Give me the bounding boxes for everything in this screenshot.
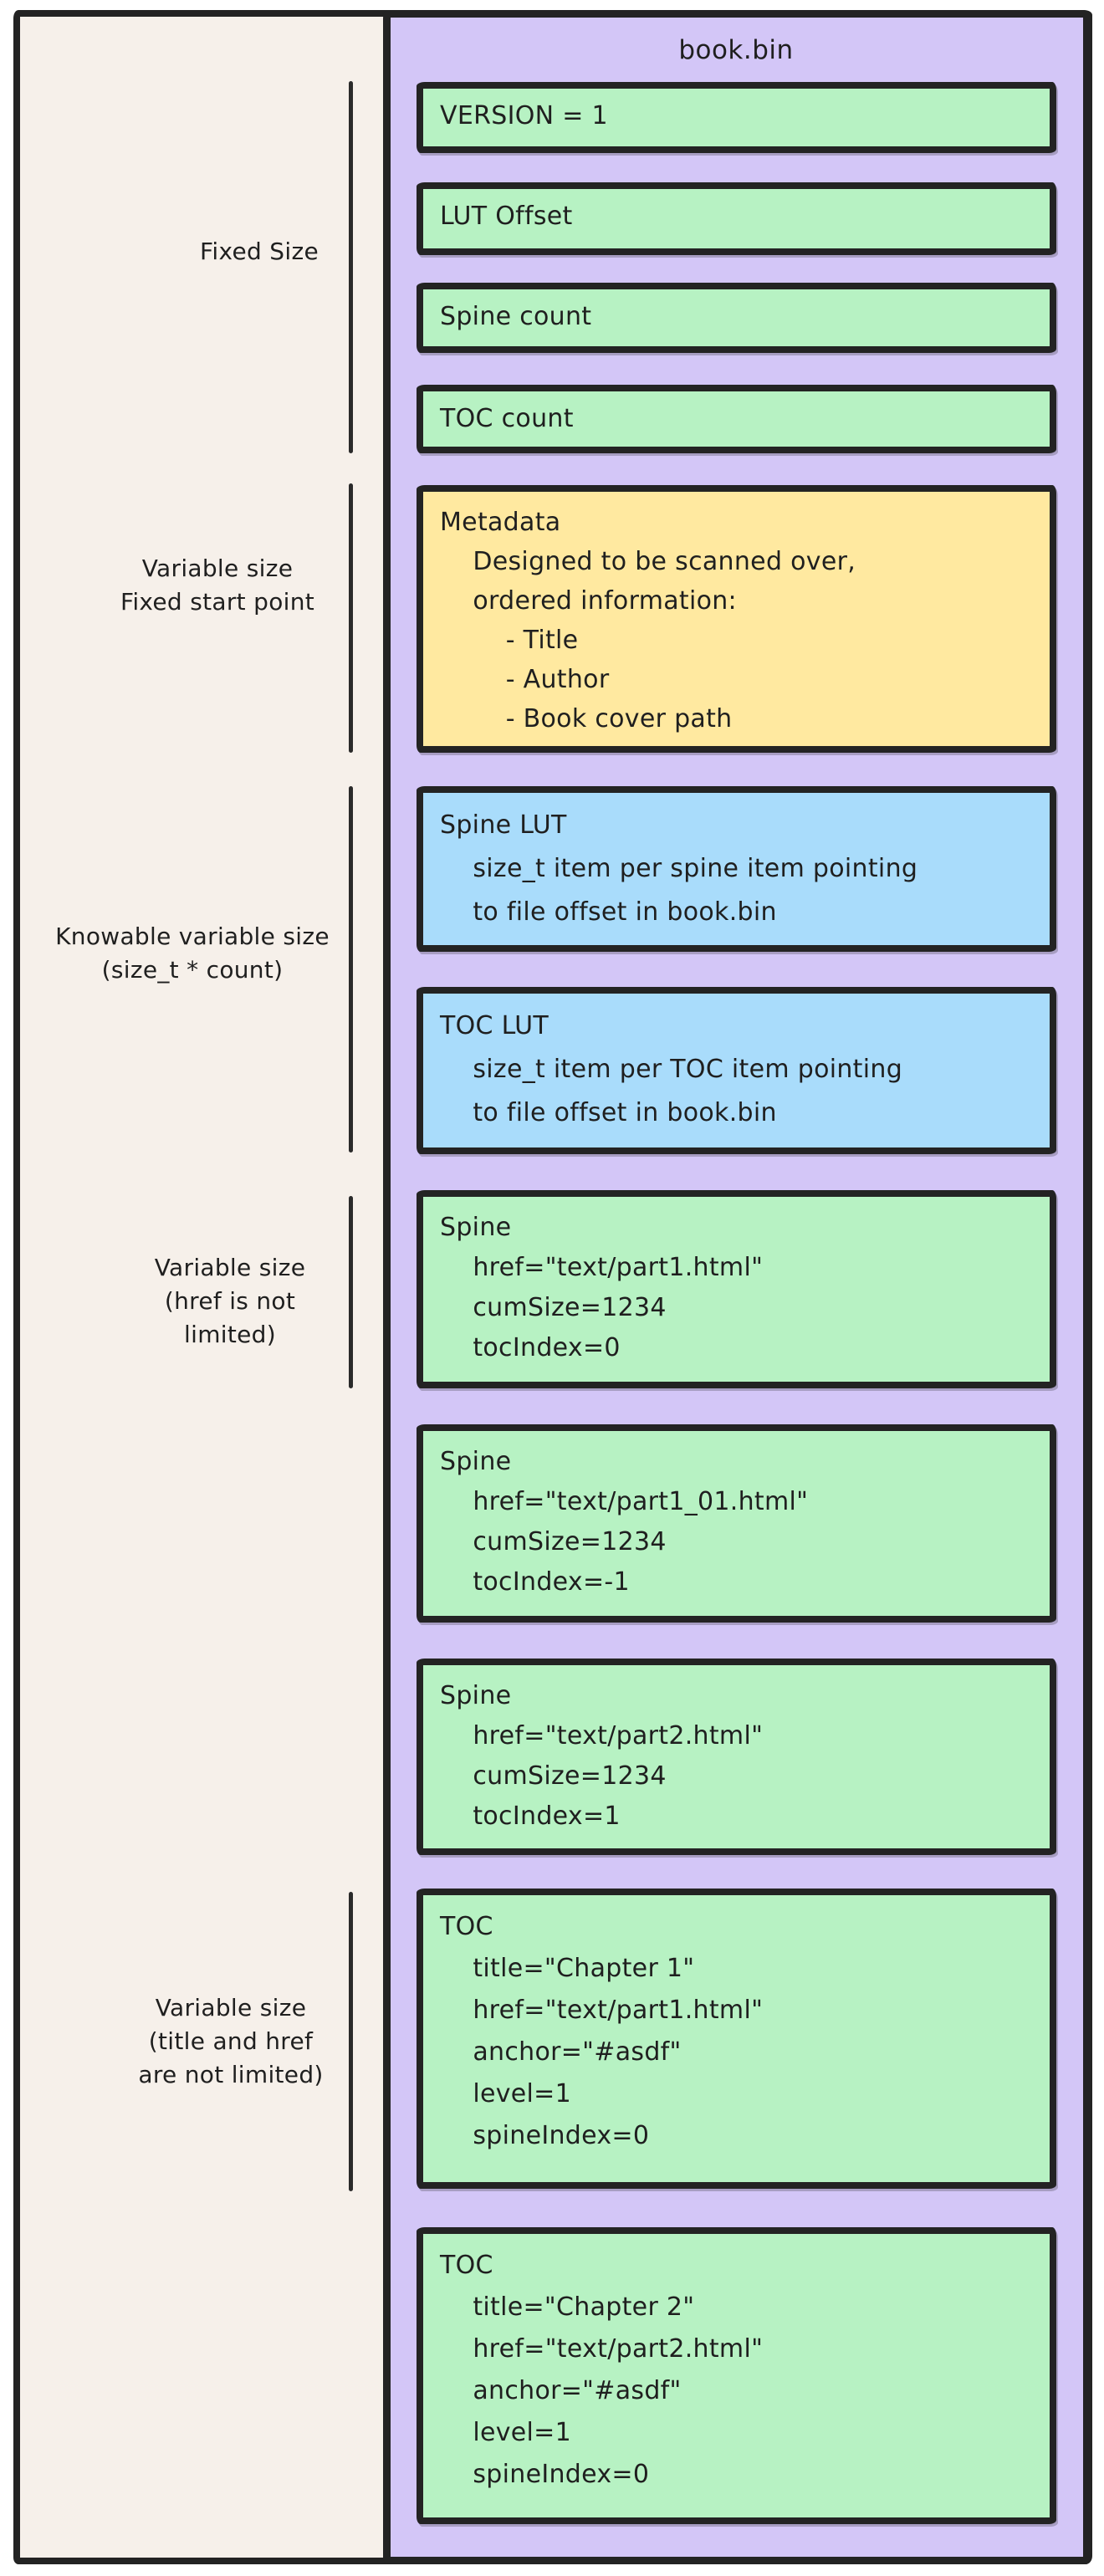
variable-size-fixed-start-label-line: Fixed start point (120, 588, 315, 616)
variable-size-href-label-line: Variable size (154, 1254, 306, 1281)
section-version: VERSION = 1 (417, 82, 1056, 153)
knowable-variable-size-label-line: Knowable variable size (55, 923, 330, 950)
section-spine-1-line: href="text/part1.html" (440, 1253, 764, 1282)
knowable-variable-size-label: Knowable variable size (size_t * count) (55, 920, 330, 987)
section-metadata-line: Metadata (440, 508, 561, 537)
variable-size-title-href-bracket (349, 1892, 353, 2191)
section-spine-1-line: cumSize=1234 (440, 1293, 667, 1322)
section-toc-1-line: anchor="#asdf" (440, 2037, 682, 2067)
section-metadata-line: - Book cover path (440, 704, 733, 733)
section-toc-2-line: anchor="#asdf" (440, 2376, 682, 2405)
variable-size-title-href-label: Variable size (title and href are not limi… (138, 1991, 323, 2092)
section-version-line: VERSION = 1 (440, 101, 608, 130)
section-metadata-line: Designed to be scanned over, (440, 547, 856, 576)
section-spine-1: Spine href="text/part1.html" cumSize=123… (417, 1190, 1056, 1388)
section-metadata-line: - Author (440, 665, 610, 694)
section-toc-1-line: title="Chapter 1" (440, 1954, 695, 1983)
fixed-size-label: Fixed Size (200, 235, 319, 268)
section-toc-2-line: level=1 (440, 2418, 572, 2447)
section-toc-1-line: spineIndex=0 (440, 2121, 650, 2150)
section-metadata-line: ordered information: (440, 586, 737, 616)
variable-size-href-label-line: (href is not (164, 1287, 296, 1315)
knowable-variable-size-label-line: (size_t * count) (101, 956, 284, 984)
section-lut-offset: LUT Offset (417, 182, 1056, 255)
file-title: book.bin (678, 35, 794, 65)
section-spine-lut: Spine LUT size_t item per spine item poi… (417, 786, 1056, 952)
variable-size-href-label: Variable size (href is not limited) (155, 1251, 305, 1352)
section-spine-3-line: tocIndex=1 (440, 1802, 621, 1831)
section-toc-lut-line: TOC LUT (440, 1011, 549, 1040)
section-spine-2: Spine href="text/part1_01.html" cumSize=… (417, 1424, 1056, 1623)
variable-size-title-href-label-line: (title and href (148, 2027, 314, 2055)
section-spine-lut-line: to file offset in book.bin (440, 897, 777, 927)
section-lut-offset-line: LUT Offset (440, 202, 573, 231)
section-spine-lut-line: Spine LUT (440, 810, 567, 840)
section-toc-lut-line: to file offset in book.bin (440, 1098, 777, 1127)
variable-size-title-href-label-line: Variable size (155, 1994, 307, 2021)
section-toc-lut: TOC LUT size_t item per TOC item pointin… (417, 987, 1056, 1154)
section-spine-1-line: Spine (440, 1213, 512, 1242)
section-toc-count-line: TOC count (440, 404, 574, 433)
section-spine-2-line: cumSize=1234 (440, 1527, 667, 1556)
section-spine-3: Spine href="text/part2.html" cumSize=123… (417, 1659, 1056, 1855)
section-spine-count-line: Spine count (440, 302, 592, 331)
section-toc-1: TOC title="Chapter 1" href="text/part1.h… (417, 1889, 1056, 2189)
section-spine-3-line: href="text/part2.html" (440, 1721, 764, 1751)
section-spine-1-line: tocIndex=0 (440, 1333, 621, 1362)
variable-size-fixed-start-bracket (349, 483, 353, 753)
section-toc-1-line: level=1 (440, 2079, 572, 2108)
section-toc-lut-line: size_t item per TOC item pointing (440, 1055, 903, 1084)
section-spine-lut-line: size_t item per spine item pointing (440, 854, 918, 883)
section-toc-1-line: TOC (440, 1912, 493, 1941)
fixed-size-bracket (349, 81, 353, 453)
section-spine-2-line: href="text/part1_01.html" (440, 1487, 809, 1516)
variable-size-href-label-line: limited) (184, 1321, 276, 1348)
section-toc-2: TOC title="Chapter 2" href="text/part2.h… (417, 2227, 1056, 2524)
section-metadata: Metadata Designed to be scanned over, or… (417, 485, 1056, 753)
fixed-size-label-line: Fixed Size (200, 238, 319, 265)
variable-size-href-bracket (349, 1196, 353, 1388)
section-toc-count: TOC count (417, 385, 1056, 453)
section-spine-2-line: tocIndex=-1 (440, 1567, 630, 1597)
section-toc-2-line: title="Chapter 2" (440, 2292, 695, 2322)
section-toc-1-line: href="text/part1.html" (440, 1996, 764, 2025)
section-spine-count: Spine count (417, 283, 1056, 353)
section-metadata-line: - Title (440, 626, 579, 655)
variable-size-fixed-start-label-line: Variable size (141, 555, 294, 582)
section-toc-2-line: href="text/part2.html" (440, 2334, 764, 2364)
section-toc-2-line: TOC (440, 2251, 493, 2280)
knowable-variable-size-bracket (349, 786, 353, 1153)
section-spine-2-line: Spine (440, 1447, 512, 1476)
variable-size-title-href-label-line: are not limited) (138, 2061, 324, 2088)
section-toc-2-line: spineIndex=0 (440, 2460, 650, 2489)
section-spine-3-line: cumSize=1234 (440, 1761, 667, 1791)
section-spine-3-line: Spine (440, 1681, 512, 1710)
